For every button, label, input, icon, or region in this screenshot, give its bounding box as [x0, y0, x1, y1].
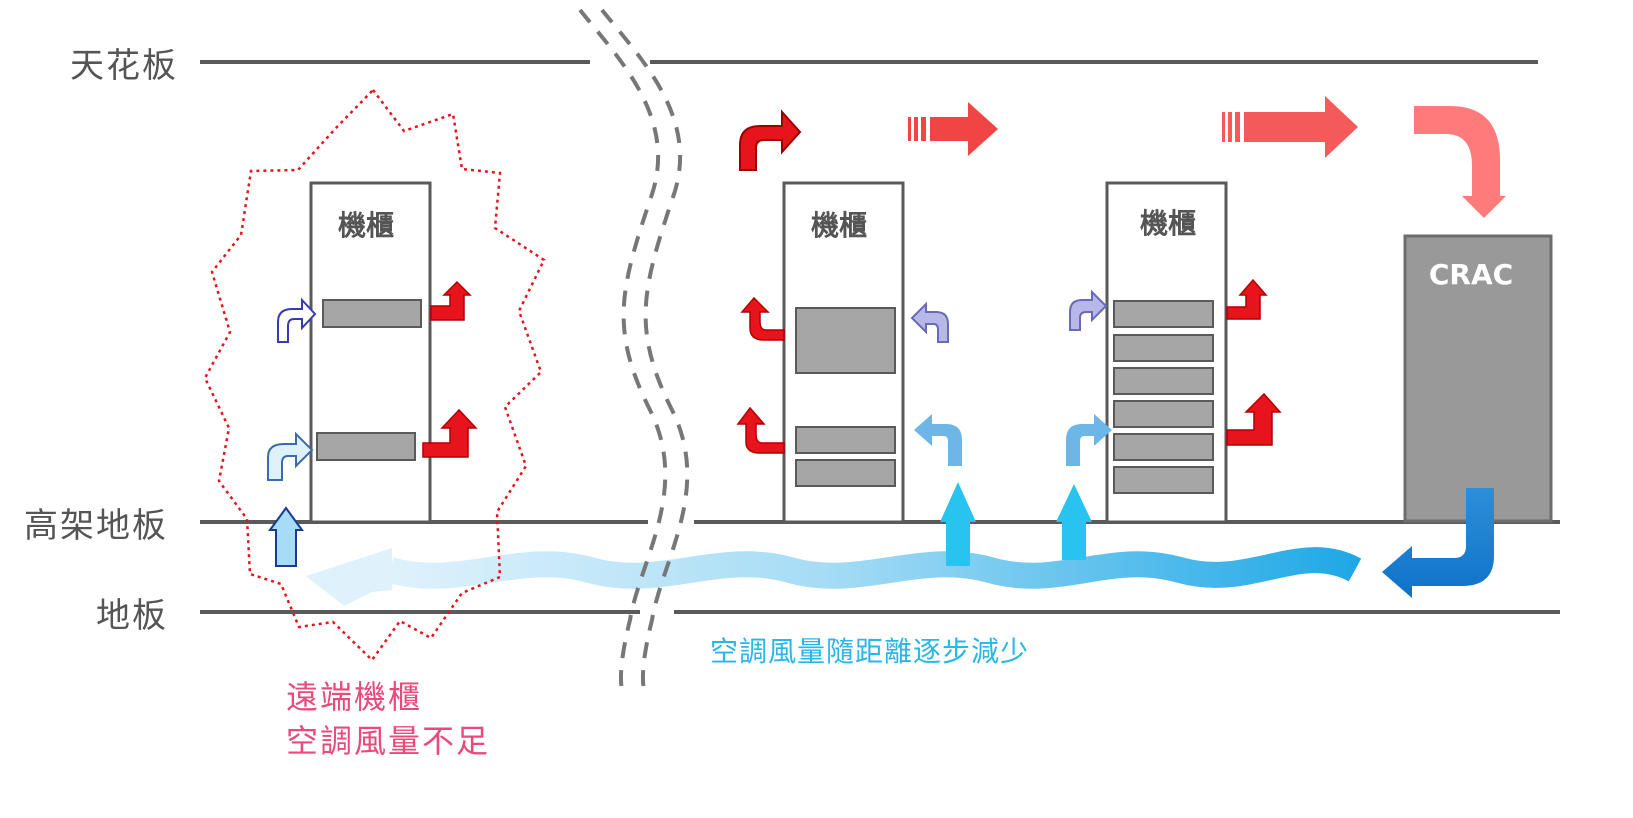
crac-supply-arrow — [1382, 488, 1494, 598]
raised-floor-label: 高架地板 — [24, 506, 168, 546]
hot-air-curve-arrow — [739, 109, 802, 171]
server-unit — [1113, 433, 1214, 461]
underfloor-airflow — [306, 547, 1362, 606]
server-unit — [1113, 367, 1214, 395]
server-exhaust-arrows — [422, 278, 1282, 458]
ceiling-label: 天花板 — [70, 46, 178, 86]
section-break — [578, 8, 690, 691]
hot-air-to-crac-arrow — [1414, 106, 1506, 218]
rack-near — [1105, 181, 1228, 524]
floor-tile-upflow-arrows — [268, 482, 1092, 567]
airflow-decrease-note: 空調風量隨距離逐步減少 — [710, 635, 1030, 668]
rack-middle-label: 機櫃 — [810, 209, 867, 242]
remote-rack-note-line1: 遠端機櫃 — [286, 678, 423, 716]
server-unit — [1113, 334, 1214, 362]
server-unit — [795, 459, 896, 487]
rack-middle — [782, 181, 905, 524]
server-unit — [1113, 400, 1214, 428]
remote-rack-warning-burst — [203, 88, 546, 662]
server-unit — [322, 299, 422, 328]
remote-rack-note-line2: 空調風量不足 — [286, 722, 491, 760]
rack-remote-label: 機櫃 — [337, 209, 394, 242]
rack-remote — [309, 181, 432, 524]
rack-near-label: 機櫃 — [1139, 207, 1196, 240]
server-unit — [316, 432, 416, 461]
server-unit — [1113, 300, 1214, 328]
server-unit — [795, 426, 896, 454]
server-unit — [1113, 466, 1214, 494]
hot-air-arrow — [1222, 96, 1358, 158]
hot-air-arrow — [908, 102, 998, 156]
floor-label: 地板 — [96, 596, 168, 636]
server-unit — [795, 307, 896, 374]
server-intake-arrows — [267, 289, 1112, 481]
crac-label: CRAC — [1428, 258, 1514, 291]
